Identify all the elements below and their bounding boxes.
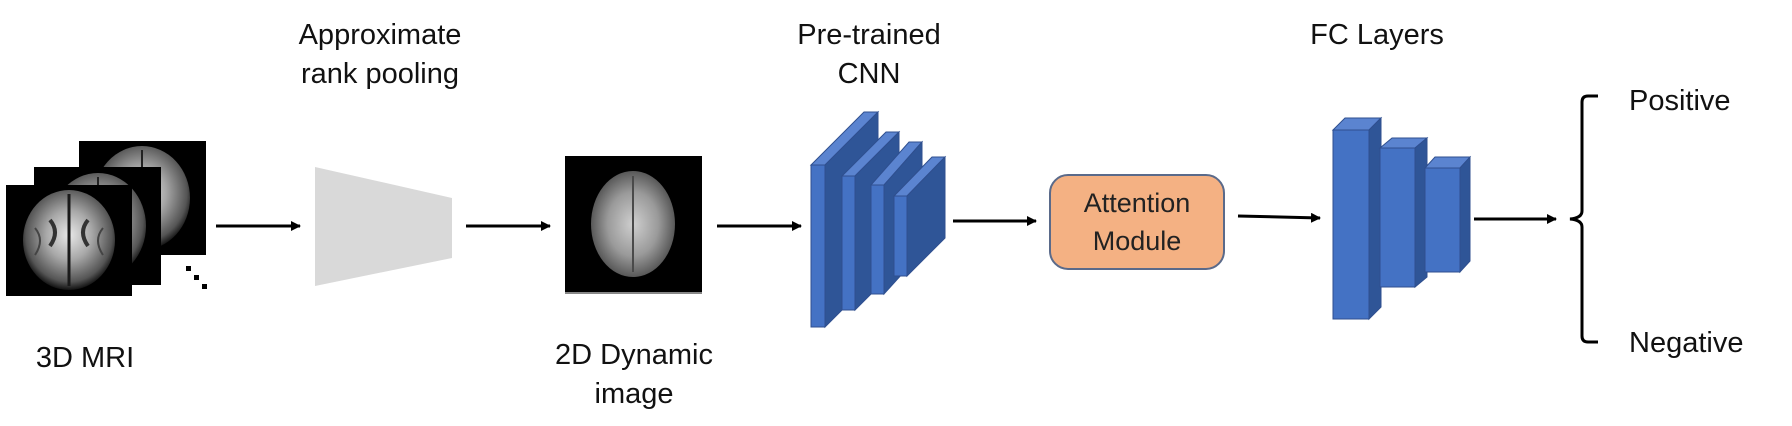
- fc-layer-1: [1331, 116, 1383, 321]
- label-dynamic-line2: image: [595, 378, 674, 410]
- dynamic-image: [565, 156, 702, 294]
- ellipsis-dots: [186, 266, 207, 289]
- fc-layer-2: [1378, 136, 1429, 289]
- arrow-attention-to-fc: [1237, 212, 1321, 223]
- label-rank-pooling-line2: rank pooling: [301, 58, 459, 90]
- label-fc: FC Layers: [1310, 19, 1444, 51]
- attention-module-box: [1049, 174, 1225, 270]
- mri-stack: [6, 141, 207, 296]
- label-negative: Negative: [1629, 327, 1743, 359]
- label-positive: Positive: [1629, 85, 1731, 117]
- fc-layer-3: [1423, 155, 1472, 274]
- label-dynamic-line1: 2D Dynamic: [555, 339, 713, 371]
- fc-layer-stack: [1331, 116, 1472, 321]
- output-bracket: [1569, 94, 1598, 344]
- label-cnn-line2: CNN: [838, 58, 901, 90]
- label-rank-pooling-line1: Approximate: [299, 19, 462, 51]
- label-attention-line1: Attention: [1084, 188, 1191, 218]
- label-mri: 3D MRI: [36, 342, 134, 374]
- label-attention-line2: Module: [1093, 226, 1182, 256]
- mri-slice-front: [6, 185, 132, 296]
- cnn-block-stack: [809, 110, 947, 329]
- cnn-block-4: [892, 155, 947, 278]
- rank-pooling-trapezoid: [315, 167, 452, 286]
- label-cnn-line1: Pre-trained: [797, 19, 940, 51]
